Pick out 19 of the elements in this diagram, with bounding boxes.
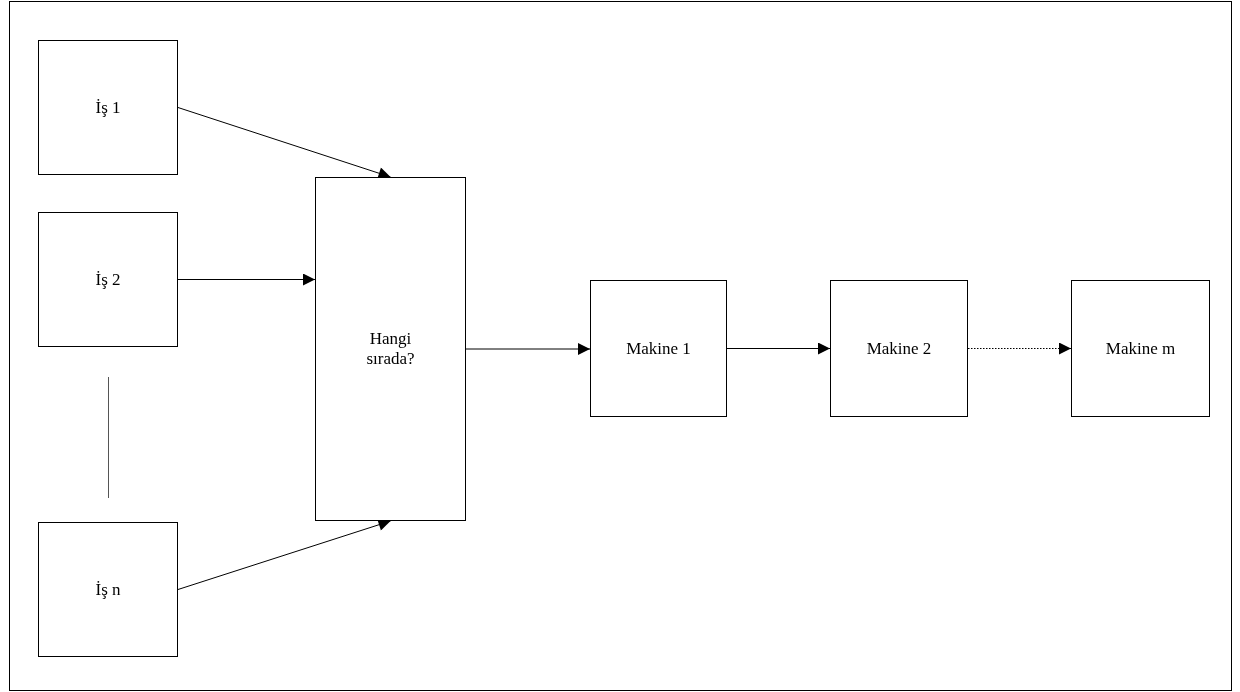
arrow bbox=[177, 273, 316, 286]
box-label: Makine m bbox=[1105, 338, 1176, 359]
process-box bbox=[1071, 280, 1210, 417]
process-box bbox=[315, 177, 466, 521]
arrow bbox=[177, 107, 391, 179]
box-label: İş 2 bbox=[95, 269, 121, 290]
box-label: İş n bbox=[95, 579, 121, 600]
arrow bbox=[726, 342, 831, 355]
process-box bbox=[38, 522, 178, 657]
box-label: Makine 2 bbox=[866, 338, 932, 359]
process-box bbox=[38, 40, 178, 175]
box-label: Makine 1 bbox=[626, 338, 691, 359]
arrow bbox=[465, 343, 591, 355]
process-box bbox=[830, 280, 968, 417]
arrow bbox=[967, 342, 1072, 355]
process-box bbox=[38, 212, 178, 347]
box-label: İş 1 bbox=[95, 97, 121, 118]
process-box bbox=[590, 280, 727, 417]
box-label: Hangi sırada? bbox=[365, 329, 416, 369]
